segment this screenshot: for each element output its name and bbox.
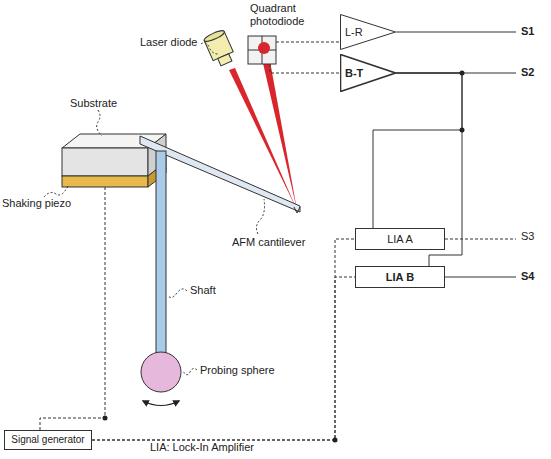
signal-connector bbox=[373, 73, 462, 228]
node-text: LIA B bbox=[386, 271, 414, 284]
laser-beam bbox=[229, 68, 297, 210]
note: LIA: Lock-In Amplifier bbox=[150, 441, 254, 454]
triangle-shape bbox=[341, 15, 396, 50]
amplifier-triangle: L-R bbox=[340, 14, 396, 50]
output-wire bbox=[445, 239, 516, 240]
node-text: L-R bbox=[345, 26, 363, 39]
signal-name: S2 bbox=[521, 66, 534, 79]
drive-wire bbox=[40, 187, 105, 430]
probing-sphere bbox=[141, 352, 181, 392]
junction-dot bbox=[460, 128, 465, 133]
part-label: Shaft bbox=[190, 284, 216, 297]
signal-wire bbox=[276, 42, 340, 43]
shaking-piezo bbox=[62, 162, 166, 187]
part-label: Probing sphere bbox=[200, 364, 275, 377]
lock-in-box: LIA A bbox=[355, 228, 445, 250]
triangle-shape bbox=[341, 55, 396, 92]
node-text: B-T bbox=[345, 67, 363, 80]
laser-diode bbox=[203, 29, 237, 68]
output-wire bbox=[396, 32, 516, 33]
node-text: LIA A bbox=[387, 233, 413, 246]
amplifier-triangle: B-T bbox=[340, 54, 396, 92]
signal-connector bbox=[92, 239, 355, 440]
part-label: Laser diode bbox=[140, 36, 198, 49]
part-label: Shaking piezo bbox=[2, 197, 71, 210]
part-label: AFM cantilever bbox=[232, 236, 305, 249]
lock-in-box: LIA B bbox=[355, 266, 445, 288]
part-label: Quadrant photodiode bbox=[250, 2, 320, 28]
generator-box: Signal generator bbox=[4, 430, 92, 450]
signal-name: S3 bbox=[521, 230, 534, 243]
part-label: Substrate bbox=[70, 97, 117, 110]
quadrant-photodiode bbox=[248, 36, 276, 64]
signal-wire bbox=[270, 64, 340, 73]
signal-connector bbox=[92, 277, 355, 440]
leader-line bbox=[44, 43, 265, 375]
node-text: Signal generator bbox=[11, 434, 84, 446]
junction-dot bbox=[333, 438, 338, 443]
shaft bbox=[156, 151, 166, 353]
oscillation-arrow bbox=[143, 401, 179, 406]
signal-name: S1 bbox=[521, 25, 534, 38]
reflected-beam bbox=[259, 46, 297, 210]
tip bbox=[294, 207, 300, 213]
junction-dot bbox=[103, 416, 108, 421]
signal-name: S4 bbox=[521, 270, 534, 283]
output-wire bbox=[445, 277, 516, 278]
junction-dot bbox=[460, 71, 465, 76]
